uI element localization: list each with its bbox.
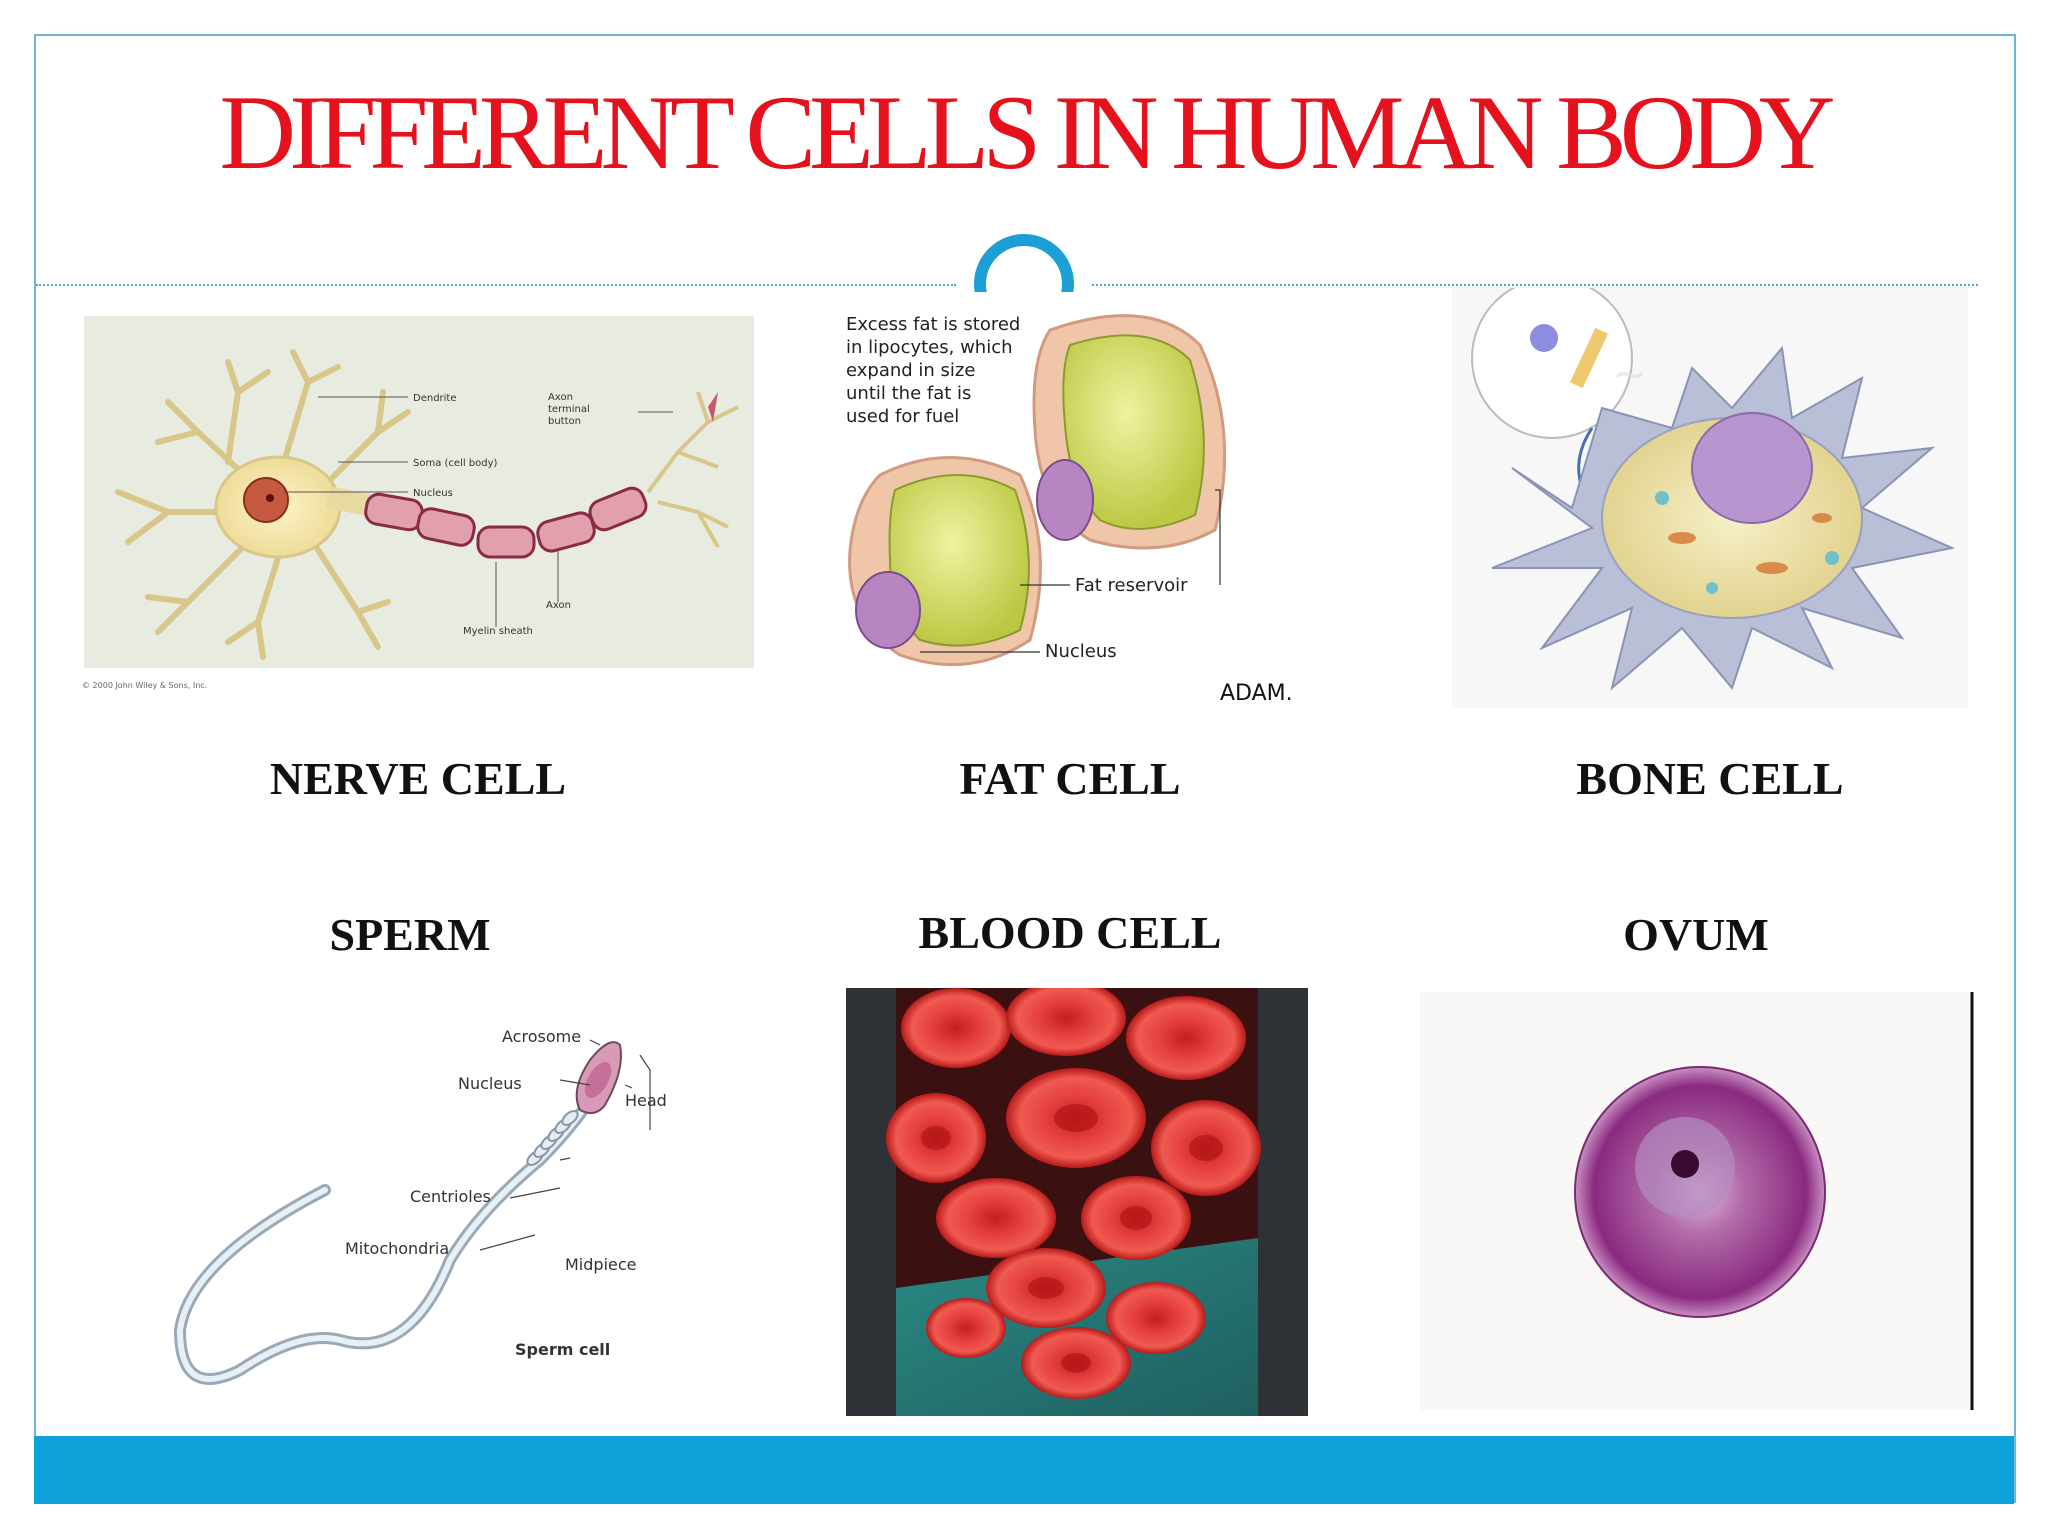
fat-cell-image: Excess fat is stored in lipocytes, which… [820,300,1340,720]
fat-caption-2: in lipocytes, which [846,337,1013,358]
mitochondria-label: Mitochondria [345,1239,449,1258]
dendrite-label: Dendrite [413,393,457,404]
nerve-cell-image: Dendrite Axon terminal button Soma (cell… [78,312,764,704]
bone-cell-label: BONE CELL [1576,753,1844,804]
blood-cell-image [846,988,1308,1416]
divider-left [36,284,956,286]
ovum-label: OVUM [1623,909,1769,960]
sperm-cell-caption: Sperm cell [515,1340,610,1359]
footer-bar [34,1436,2014,1504]
midpiece-label: Midpiece [565,1255,637,1274]
fat-caption-1: Excess fat is stored [846,314,1020,335]
sperm-label: SPERM [329,909,491,960]
axon-label: Axon [546,600,571,611]
sperm-image: Acrosome Nucleus Head Centrioles Mitocho… [150,1010,710,1410]
slide-title: DIFFERENT CELLS IN HUMAN BODY [219,74,1836,191]
soma-label: Soma (cell body) [413,458,498,469]
divider-right [1092,284,1978,286]
centrioles-label: Centrioles [410,1187,491,1206]
bone-cell-image: ~ [1452,288,1968,708]
fat-caption-3: expand in size [846,360,975,381]
fat-caption-5: used for fuel [846,406,959,427]
nucleus-label: Nucleus [413,488,453,499]
adam-logo: ADAM. [1220,681,1293,706]
fat-reservoir-label: Fat reservoir [1075,575,1188,596]
fat-cell-label: FAT CELL [959,753,1181,804]
ovum-image [1420,992,1974,1410]
nerve-cell-label: NERVE CELL [269,753,567,804]
axon-terminal-label: Axon [548,392,573,403]
blood-cell-label: BLOOD CELL [918,907,1222,958]
acrosome-label: Acrosome [502,1027,581,1046]
fat-caption-4: until the fat is [846,383,971,404]
axon-terminal-label-3: button [548,416,581,427]
svg-text:~: ~ [1612,349,1647,398]
axon-terminal-label-2: terminal [548,404,590,415]
fat-nucleus-label: Nucleus [1045,641,1117,662]
myelin-label: Myelin sheath [463,626,533,637]
nerve-copyright: © 2000 John Wiley & Sons, Inc. [82,681,207,690]
sperm-nucleus-label: Nucleus [458,1074,522,1093]
head-label: Head [625,1091,667,1110]
